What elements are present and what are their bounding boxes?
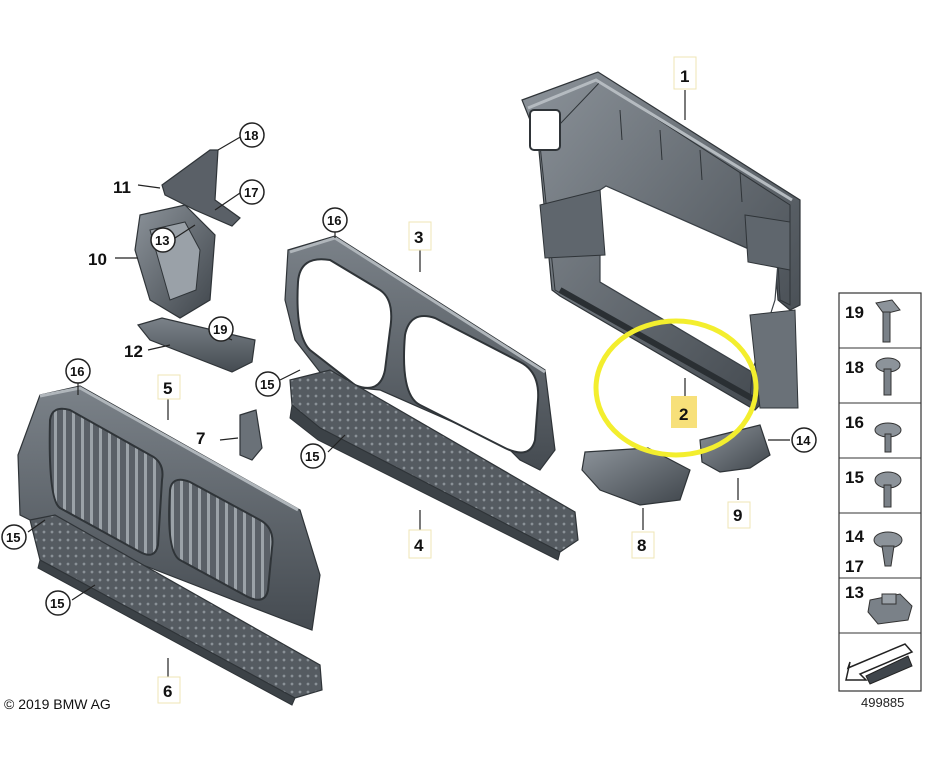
label-part-11: 11 (113, 178, 131, 197)
callout-17: 17 (239, 179, 265, 205)
label-part-2: 2 (679, 405, 688, 424)
callout-18: 18 (239, 122, 265, 148)
part-6-lower-air-deflector (29, 514, 323, 706)
label-part-12: 12 (124, 342, 143, 361)
svg-text:17: 17 (244, 185, 258, 200)
part-9-air-guide (699, 424, 771, 473)
label-part-3: 3 (414, 228, 423, 247)
svg-text:13: 13 (155, 233, 169, 248)
legend-label-17: 17 (845, 557, 864, 576)
part-7-clip (239, 409, 263, 461)
legend-label-18: 18 (845, 358, 864, 377)
legend-label-14: 14 (845, 527, 864, 546)
screw-18-icon (875, 357, 901, 396)
svg-text:18: 18 (244, 128, 258, 143)
label-part-1: 1 (680, 67, 689, 86)
leader-lines (27, 90, 790, 678)
callout-15-d: 15 (45, 590, 71, 616)
diagram-id: 499885 (861, 695, 904, 710)
callout-16-lower: 16 (65, 358, 91, 384)
callout-16-upper: 16 (322, 207, 348, 233)
svg-text:16: 16 (70, 364, 84, 379)
bolt-19-icon (875, 299, 901, 343)
legend-label-19: 19 (845, 303, 864, 322)
label-part-4: 4 (414, 536, 424, 555)
label-part-10: 10 (88, 250, 107, 269)
highlight-ring (593, 318, 759, 458)
clip-14-17-icon (873, 531, 903, 567)
fastener-legend: 19 18 16 15 14 17 13 (838, 292, 922, 692)
svg-text:15: 15 (305, 449, 319, 464)
callout-13: 13 (150, 227, 176, 253)
part-4-lower-air-deflector (289, 369, 579, 561)
label-part-8: 8 (637, 536, 646, 555)
part-11-bracket (161, 149, 241, 227)
svg-text:14: 14 (796, 433, 811, 448)
svg-text:19: 19 (213, 322, 227, 337)
nut-13-icon (867, 593, 913, 625)
screw-16-icon (874, 422, 902, 453)
label-part-9: 9 (733, 506, 742, 525)
label-part-2-highlight (671, 396, 697, 428)
callout-14: 14 (791, 427, 817, 453)
copyright-text: © 2019 BMW AG (4, 696, 111, 712)
part-labels: 1 2 3 4 5 6 7 8 9 10 11 12 (88, 56, 751, 704)
callouts: 18 17 13 19 16 16 15 15 15 15 14 (1, 122, 817, 616)
svg-text:15: 15 (6, 530, 20, 545)
callout-15-c: 15 (1, 524, 27, 550)
part-1-front-end-carrier (521, 71, 801, 411)
callout-15-b: 15 (300, 443, 326, 469)
legend-label-13: 13 (845, 583, 864, 602)
callout-19: 19 (208, 316, 234, 342)
part-10-air-duct (134, 204, 216, 319)
callout-15-a: 15 (255, 371, 281, 397)
part-12-bracket (136, 317, 256, 373)
arrow-icon (845, 643, 914, 685)
screw-15-icon (874, 471, 902, 508)
legend-label-16: 16 (845, 413, 864, 432)
legend-label-15: 15 (845, 468, 864, 487)
part-5-kidney-grille-carrier (17, 385, 321, 631)
label-part-6: 6 (163, 682, 172, 701)
label-part-5: 5 (163, 379, 172, 398)
svg-text:15: 15 (50, 596, 64, 611)
svg-text:16: 16 (327, 213, 341, 228)
svg-text:15: 15 (260, 377, 274, 392)
label-part-7: 7 (196, 429, 205, 448)
